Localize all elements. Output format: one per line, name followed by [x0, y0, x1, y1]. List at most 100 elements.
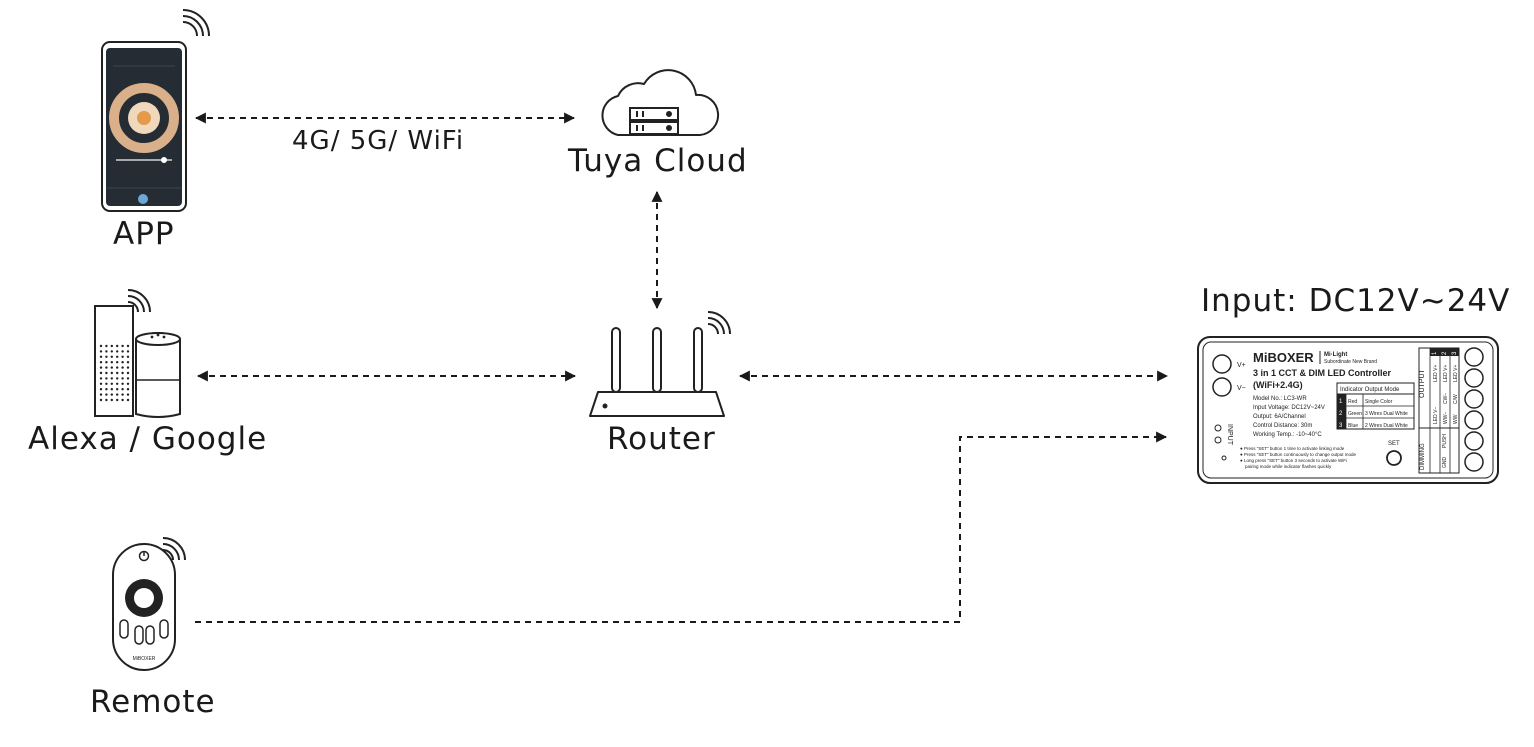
brand-logo: MiBOXER — [1253, 350, 1314, 365]
indicator-color: Green — [1348, 411, 1362, 417]
input-terminal-screw — [1212, 377, 1232, 397]
grille-dot — [110, 350, 114, 353]
grille-dot — [121, 382, 124, 385]
grille-dot — [99, 398, 103, 402]
grille-dot — [126, 388, 130, 391]
grille-dot — [110, 355, 114, 358]
grille-dot — [99, 393, 103, 396]
spec-distance: Control Distance: 30m — [1253, 423, 1312, 429]
note-line: ● Press "SET" button 1 time to activate … — [1240, 446, 1345, 451]
output-terminal-screw — [1464, 368, 1484, 388]
grille-dot — [121, 393, 124, 396]
output-col-num: 1 — [1432, 351, 1438, 355]
grille-dot — [110, 398, 114, 402]
grille-dot — [99, 361, 103, 364]
grille-dot — [126, 355, 130, 358]
grille-dot — [116, 393, 119, 396]
grille-dot — [126, 350, 130, 353]
grille-dot — [99, 377, 103, 380]
grille-dot — [116, 398, 119, 402]
remote-brand: MiBOXER — [133, 656, 156, 662]
grille-dot — [105, 377, 108, 380]
indicator-mode: 2 Wires Dual White — [1365, 423, 1408, 429]
grille-dot — [99, 371, 103, 375]
indicator-num: 1 — [1339, 399, 1343, 405]
server-icon — [629, 107, 679, 135]
grille-dot — [116, 344, 119, 348]
grille-dot — [105, 350, 108, 353]
grille-dot — [126, 344, 130, 348]
output-terminal-block: OUTPUT DIMMING 1 2 3 LED V+ LED V− LED V… — [1418, 347, 1460, 474]
spec-model: Model No.: LC3-WR — [1253, 396, 1307, 402]
grille-dot — [110, 344, 114, 348]
terminal-label: C/W — [1453, 394, 1459, 404]
grille-dot — [121, 355, 124, 358]
grille-dot — [121, 398, 124, 402]
terminal-label: WW — [1453, 414, 1459, 424]
dimming-label: DIMMING — [1420, 443, 1426, 470]
grille-dot — [116, 388, 119, 391]
input-side-label: INPUT — [1226, 424, 1233, 446]
indicator-mode: Single Color — [1365, 399, 1393, 405]
gnd-label: GND — [1442, 457, 1448, 469]
brand-sub: Mi·Light — [1324, 352, 1347, 358]
indicator-header: Indicator Output Mode — [1340, 387, 1400, 393]
indicator-table: Indicator Output Mode 1 2 3 Red Green Bl… — [1336, 382, 1415, 430]
grille-dot — [121, 361, 124, 364]
grille-dot — [99, 366, 103, 369]
grille-dot — [105, 382, 108, 385]
terminal-label: LED V+ — [1433, 365, 1439, 382]
grille-dot — [105, 393, 108, 396]
grille-dot — [116, 382, 119, 385]
output-col-num: 2 — [1442, 351, 1448, 355]
brand-sub-line: Subordinate New Brand — [1324, 359, 1377, 365]
grille-dot — [116, 361, 119, 364]
output-label: OUTPUT — [1419, 369, 1426, 399]
grille-dot — [116, 371, 119, 375]
grille-dot — [126, 393, 130, 396]
controller-title: 3 in 1 CCT & DIM LED Controller — [1253, 368, 1392, 378]
set-button[interactable] — [1386, 450, 1402, 466]
grille-dot — [110, 377, 114, 380]
terminal-label: LED V+ — [1443, 365, 1449, 382]
router-label: Router — [607, 421, 716, 457]
grille-dot — [105, 388, 108, 391]
output-col-num: 3 — [1452, 351, 1458, 355]
grille-dot — [99, 350, 103, 353]
controller-subtitle: (WiFi+2.4G) — [1253, 380, 1303, 390]
grille-dot — [110, 366, 114, 369]
note-line: ● Long press "SET" button 3 seconds to a… — [1240, 458, 1347, 463]
link-label: 4G/ 5G/ WiFi — [292, 126, 465, 156]
input-terminal-screw — [1212, 354, 1232, 374]
grille-dot — [99, 382, 103, 385]
push-label: PUSH — [1442, 434, 1448, 448]
grille-dot — [126, 377, 130, 380]
grille-dot — [116, 350, 119, 353]
output-terminal-screw — [1464, 389, 1484, 409]
output-terminal-screw — [1464, 347, 1484, 367]
grille-dot — [110, 382, 114, 385]
grille-dot — [121, 371, 124, 375]
speaker-grille — [99, 344, 130, 402]
spec-temp: Working Temp.: -10~40°C — [1253, 432, 1322, 438]
vplus-label: V+ — [1237, 362, 1246, 369]
grille-dot — [126, 371, 130, 375]
grille-dot — [121, 366, 124, 369]
grille-dot — [105, 355, 108, 358]
wifi-signal-icon — [127, 289, 151, 313]
indicator-color: Blue — [1348, 423, 1358, 429]
cloud-label: Tuya Cloud — [568, 143, 748, 179]
grille-dot — [105, 366, 108, 369]
spec-output: Output: 6A/Channel — [1253, 414, 1306, 420]
app-label: APP — [113, 216, 175, 252]
note-line: ● Press "SET" button continuously to cha… — [1240, 452, 1356, 457]
grille-dot — [116, 355, 119, 358]
grille-dot — [110, 371, 114, 375]
grille-dot — [105, 344, 108, 348]
